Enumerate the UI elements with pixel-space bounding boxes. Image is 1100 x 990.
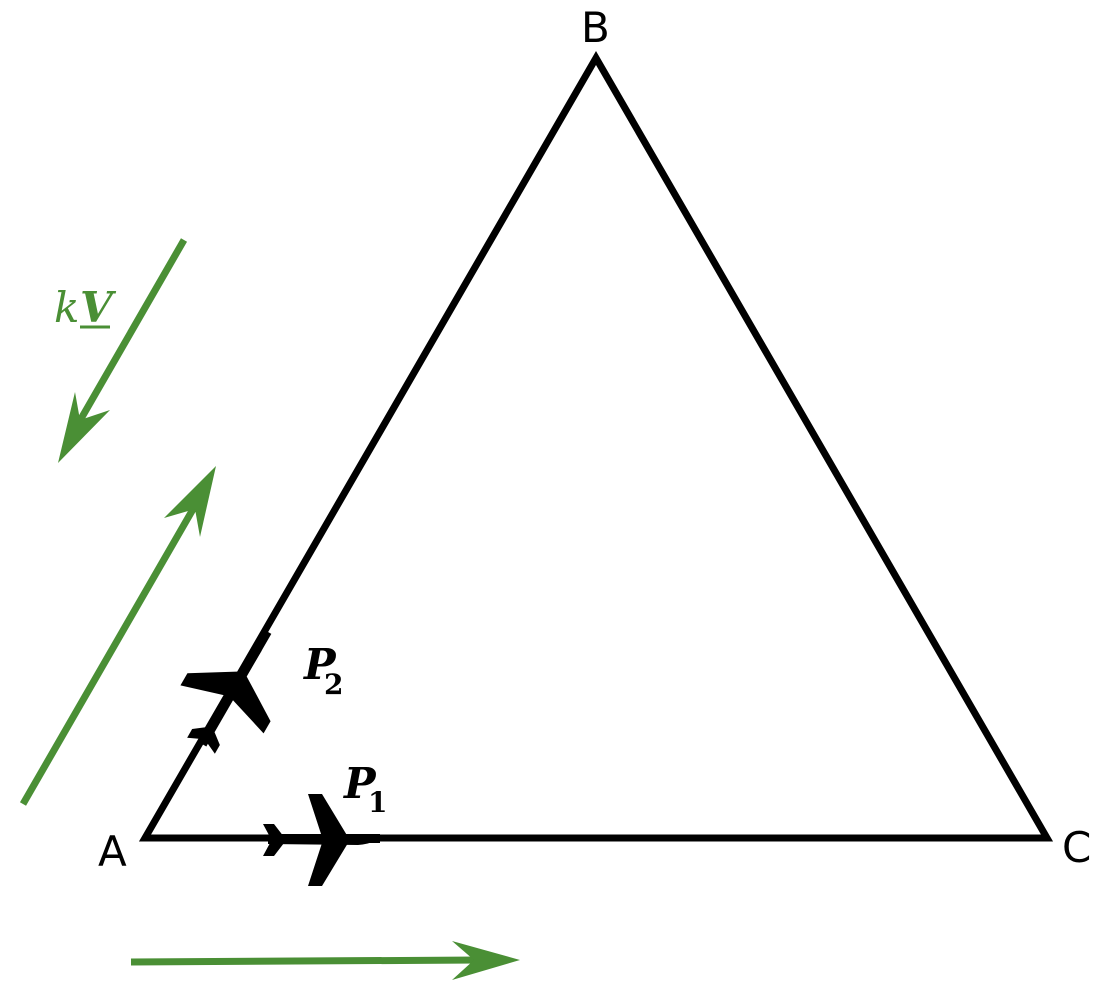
vector-down-left	[58, 238, 188, 463]
vector-label-k: k	[54, 283, 79, 332]
plane-p1	[263, 794, 380, 886]
vector-up-right	[19, 466, 216, 806]
plane-p1-subscript: 1	[368, 786, 387, 819]
vector-label-v: V	[80, 283, 117, 332]
plane-icon	[180, 633, 271, 754]
vertex-label-a: A	[98, 827, 127, 876]
plane-p2	[180, 629, 272, 754]
plane-p2-subscript: 2	[324, 668, 343, 701]
plane-p1-label: P	[343, 759, 377, 808]
plane-p2-label: P	[303, 640, 337, 689]
plane-icon	[263, 794, 376, 886]
vertex-label-c: C	[1062, 823, 1091, 872]
vertex-label-b: B	[581, 3, 610, 52]
vector-label-kv: k V	[54, 283, 117, 332]
triangle	[138, 51, 1054, 842]
vector-right	[130, 941, 520, 980]
